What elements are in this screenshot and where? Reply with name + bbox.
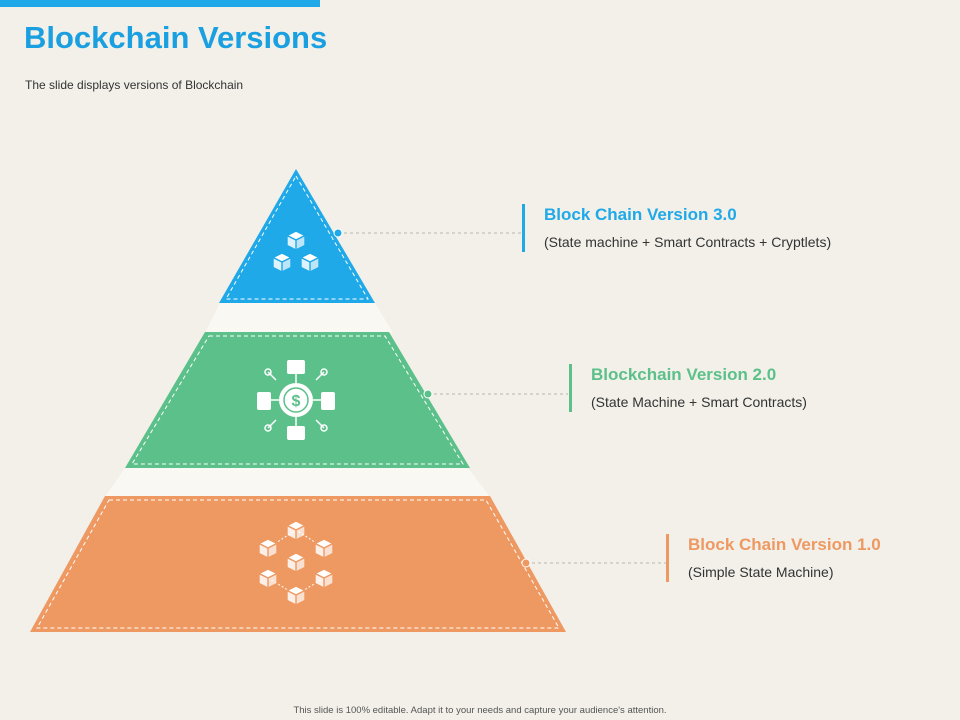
version-1-bar [666,534,669,582]
version-2-description: (State Machine + Smart Contracts) [591,394,807,410]
shadow-top-middle [205,303,393,333]
version-3-bar [522,204,525,252]
version-2-label: Blockchain Version 2.0 (State Machine + … [569,364,807,412]
cube-network-icon [258,520,334,606]
version-3-heading: Block Chain Version 3.0 [544,205,737,224]
version-1-heading: Block Chain Version 1.0 [688,535,881,554]
svg-text:$: $ [292,393,301,410]
shadow-middle-bottom [105,468,490,497]
version-1-label: Block Chain Version 1.0 (Simple State Ma… [666,534,881,582]
version-2-bar [569,364,572,412]
dollar-network-icon: $ [257,360,335,440]
connector-version-3 [333,228,522,238]
page-subtitle: The slide displays versions of Blockchai… [25,78,244,92]
version-2-heading: Blockchain Version 2.0 [591,365,777,384]
version-3-description: (State machine + Smart Contracts + Crypt… [544,234,832,250]
version-3-label: Block Chain Version 3.0 (State machine +… [522,204,831,252]
version-1-description: (Simple State Machine) [688,564,834,580]
connector-version-1 [521,558,668,568]
page-title: Blockchain Versions [24,20,328,55]
accent-bar [0,0,320,7]
connector-version-2 [423,389,568,399]
footer-note: This slide is 100% editable. Adapt it to… [293,705,667,716]
